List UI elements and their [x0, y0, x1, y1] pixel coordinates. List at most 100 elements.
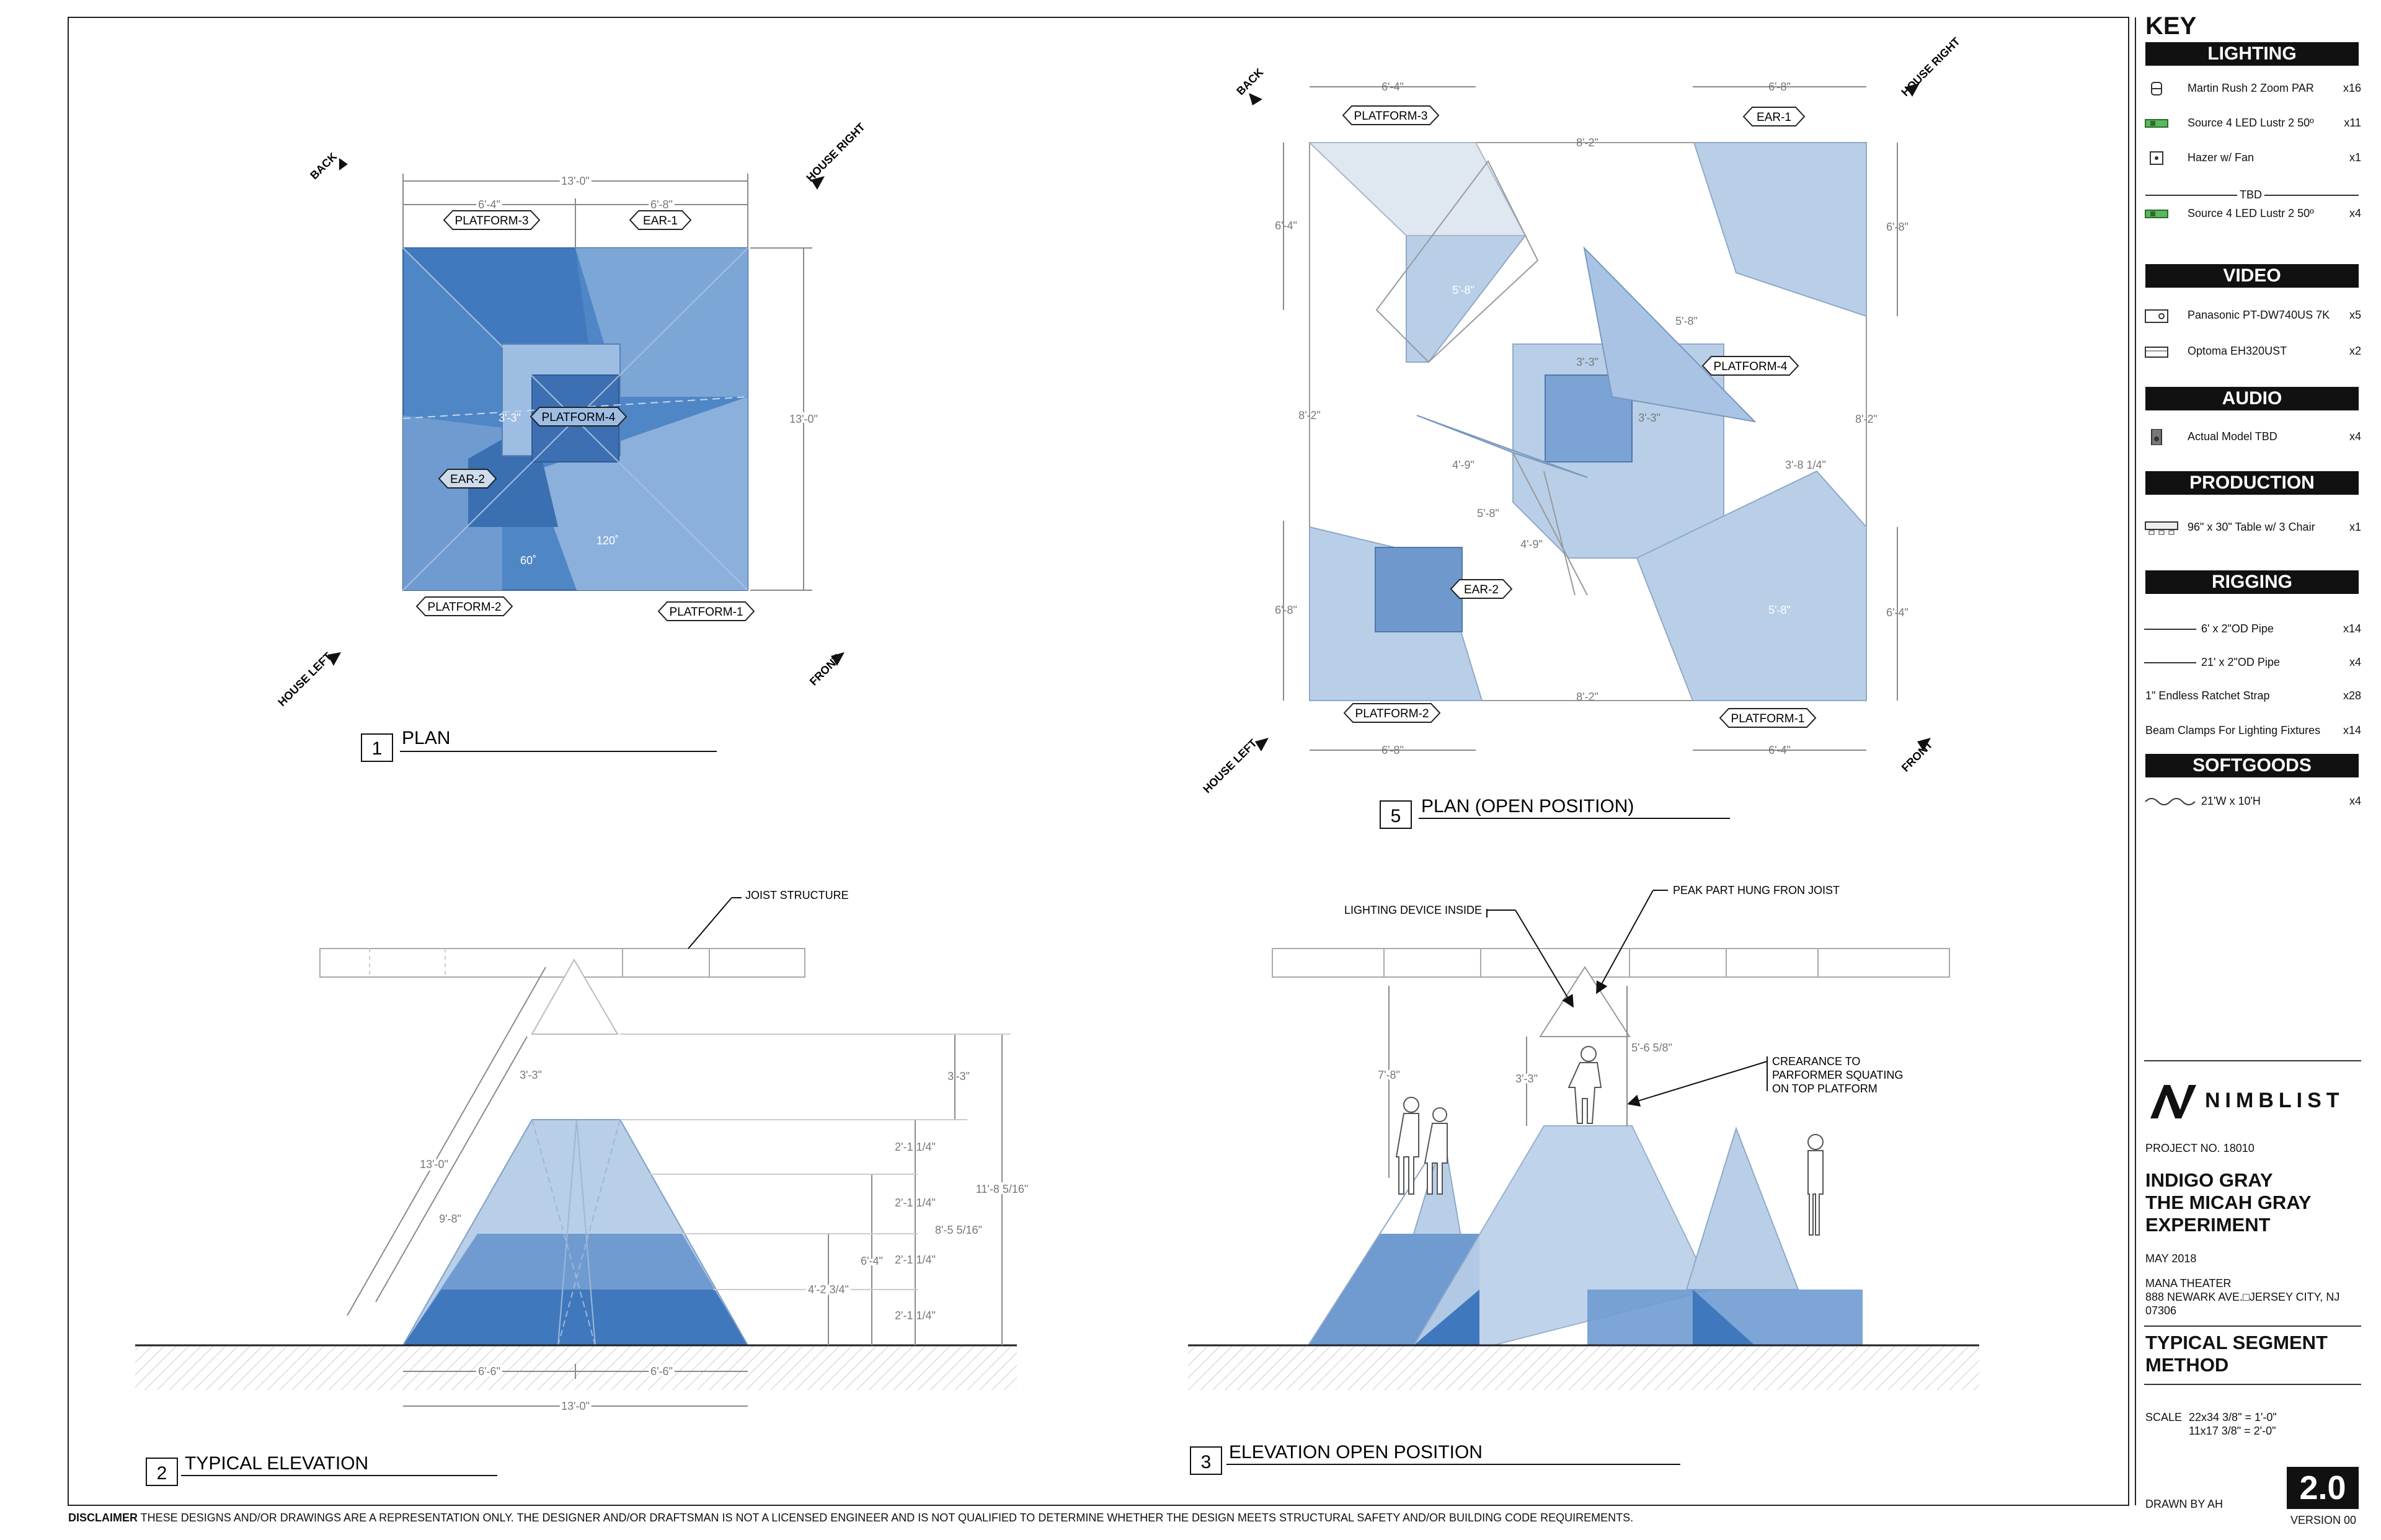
plan-tag-platform-3: PLATFORM-3 [443, 210, 541, 230]
key-item: Source 4 LED Lustr 2 50º x4 [2144, 203, 2361, 224]
open-tag-platform-1: PLATFORM-1 [1719, 708, 1817, 728]
key-header-rigging: RIGGING [2145, 570, 2359, 594]
plan-tag-platform-2: PLATFORM-2 [415, 596, 513, 616]
open-dim-inner-7: 5'-8" [1477, 507, 1499, 520]
open-dir-back: BACK [1234, 66, 1266, 97]
open-note-peak: PEAK PART HUNG FRON JOIST [1673, 884, 1840, 896]
open-dim-bottom-mid: 8'-2" [1576, 691, 1598, 703]
scale-divider [2144, 1384, 2361, 1385]
title-block-divider [2144, 1060, 2361, 1061]
key-item: 21'W x 10'H x4 [2144, 791, 2361, 812]
sheet-title-line-1: TYPICAL SEGMENT [2145, 1332, 2328, 1353]
open-dim-right-bottom: 6'-4" [1886, 606, 1909, 619]
elev-dim-9: 4'-2 3/4" [808, 1283, 849, 1296]
open-arrow-house-left [1255, 738, 1269, 751]
open-note-clearance-1: CREARANCE TO [1772, 1055, 1860, 1068]
plan-angle-60: 60˚ [520, 554, 536, 567]
elevation-view-number: 2 [157, 1463, 167, 1484]
plan-dir-back: BACK [308, 150, 348, 182]
plan-open-view-title: PLAN (OPEN POSITION) [1421, 796, 1634, 816]
open-dir-front: FRONT [1899, 738, 1935, 774]
key-header-video: VIDEO [2145, 264, 2359, 288]
open-arrow-house-right [1906, 83, 1920, 97]
elev-dim-bottom-total: 13'-0" [561, 1400, 590, 1412]
scale-11x17: 11x17 3/8" = 2'-0" [2189, 1425, 2276, 1437]
open-dim-right-top: 6'-8" [1886, 221, 1909, 233]
open-tag-ear-2: EAR-2 [1450, 579, 1513, 599]
key-item: Actual Model TBD x4 [2144, 427, 2361, 448]
key-item: 1" Endless Ratchet Strap x28 [2145, 689, 2361, 702]
project-number: PROJECT NO. 18010 [2145, 1142, 2255, 1154]
plan-arrow-front [831, 652, 845, 666]
table-icon [2145, 521, 2178, 535]
open-dim-inner-2: 5'-8" [1675, 315, 1698, 327]
elev-dim-slant-3: 3'-3" [520, 1069, 542, 1081]
logo-mark-icon [2150, 1085, 2196, 1118]
open-elev-dim-2: 3'-3" [1515, 1073, 1538, 1085]
elevation-view: JOIST STRUCTURE 3'-3" 2'-1 1/4" 2'-1 1/4… [135, 889, 1031, 1486]
project-title-line-1: INDIGO GRAY [2145, 1169, 2273, 1191]
open-dir-house-left: HOUSE LEFT [1200, 737, 1259, 795]
open-elev-dim-3: 5'-6 5/8" [1631, 1042, 1672, 1054]
disclaimer-lead: DISCLAIMER [68, 1511, 138, 1524]
elevation-open-view: LIGHTING DEVICE INSIDE PEAK PART HUNG FR… [1188, 884, 1979, 1475]
svg-text:PLATFORM-1: PLATFORM-1 [670, 606, 743, 619]
svg-text:EAR-1: EAR-1 [1757, 111, 1791, 124]
svg-text:BACK: BACK [308, 150, 339, 182]
open-dim-left-bottom: 6'-8" [1275, 604, 1297, 616]
plan-dim-left: 6'-4" [478, 198, 500, 211]
plan-dim-height: 13'-0" [789, 413, 818, 425]
par-light-icon [2151, 82, 2162, 95]
project-title-line-2: THE MICAH GRAY [2145, 1192, 2312, 1213]
elev-dim-5: 2'-1 1/4" [895, 1309, 936, 1322]
plan-view: 13'-0" 6'-4" 6'-8" 13'-0" 3'-3" 120˚ 60˚… [275, 120, 867, 762]
svg-text:HOUSE RIGHT: HOUSE RIGHT [804, 120, 867, 184]
elev-dim-bottom-left: 6'-6" [478, 1365, 500, 1378]
plan-tag-ear-2: EAR-2 [438, 469, 497, 489]
open-dim-inner-9: 5'-8" [1768, 604, 1791, 616]
svg-text:PLATFORM-2: PLATFORM-2 [428, 601, 502, 614]
svg-text:HOUSE LEFT: HOUSE LEFT [1200, 737, 1259, 795]
pipe-icon [2144, 629, 2196, 630]
key-header-audio: AUDIO [2145, 387, 2359, 410]
plan-dim-width: 13'-0" [561, 175, 590, 187]
key-item: Optoma EH320UST x2 [2144, 341, 2361, 362]
person-figure [1424, 1107, 1448, 1195]
key-item: Hazer w/ Fan x1 [2144, 148, 2361, 169]
plan-dir-house-left: HOUSE LEFT [275, 650, 334, 709]
disclaimer-text: THESE DESIGNS AND/OR DRAWINGS ARE A REPR… [138, 1511, 1634, 1524]
elevation-view-title: TYPICAL ELEVATION [185, 1453, 368, 1474]
elevation-open-view-number: 3 [1201, 1452, 1212, 1472]
open-note-lighting: LIGHTING DEVICE INSIDE [1344, 904, 1482, 916]
open-dim-inner-3: 3'-3" [1576, 356, 1598, 368]
venue-zip: 07306 [2145, 1304, 2177, 1317]
elev-dim-2: 2'-1 1/4" [895, 1141, 936, 1153]
svg-text:PLATFORM-1: PLATFORM-1 [1731, 712, 1805, 725]
svg-text:EAR-2: EAR-2 [450, 473, 485, 486]
svg-text:PLATFORM-3: PLATFORM-3 [1354, 110, 1428, 123]
open-dim-inner-4: 3'-3" [1638, 412, 1660, 424]
plan-view-title: PLAN [402, 728, 450, 748]
open-note-clearance-2: PARFORMER SQUATING [1772, 1069, 1903, 1081]
scale-22x34: 22x34 3/8" = 1'-0" [2189, 1411, 2277, 1423]
open-dim-inner-6: 4'-9" [1452, 459, 1474, 471]
open-dim-right-mid: 8'-2" [1855, 413, 1878, 425]
key-item: 21' x 2"OD Pipe x4 [2144, 652, 2361, 673]
drape-icon [2145, 798, 2196, 805]
plan-angle-120: 120˚ [596, 534, 619, 547]
elev-dim-slant-13: 13'-0" [420, 1158, 448, 1170]
open-dim-left-mid: 8'-2" [1298, 409, 1321, 422]
project-date: MAY 2018 [2145, 1252, 2197, 1265]
open-dim-inner-8: 4'-9" [1520, 538, 1543, 551]
open-tag-platform-4: PLATFORM-4 [1701, 356, 1799, 376]
venue-address: 888 NEWARK AVE.□JERSEY CITY, NJ [2145, 1291, 2340, 1303]
plan-arrow-house-left [327, 652, 341, 666]
venue-name: MANA THEATER [2145, 1277, 2232, 1290]
key-item: Martin Rush 2 Zoom PAR x16 [2144, 78, 2361, 99]
svg-text:EAR-2: EAR-2 [1464, 583, 1499, 596]
key-header-lighting: LIGHTING [2145, 42, 2359, 66]
elevation-open-view-title: ELEVATION OPEN POSITION [1229, 1442, 1483, 1463]
hazer-icon [2150, 151, 2163, 165]
projector-icon [2145, 347, 2168, 358]
open-dim-left-top: 6'-4" [1275, 219, 1297, 232]
